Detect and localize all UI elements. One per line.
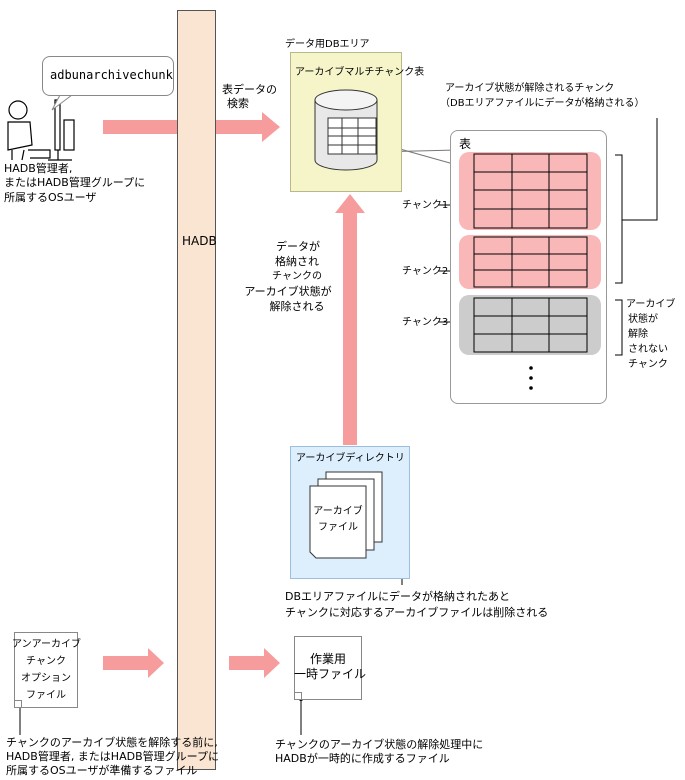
- work-arrow: [229, 648, 280, 678]
- store-label-1: データが: [276, 240, 320, 253]
- work-file-1: 作業用: [309, 652, 346, 666]
- work-file-icon: [294, 636, 362, 700]
- chunk-3-group: [459, 295, 601, 355]
- hadb-bar: [177, 10, 216, 770]
- user-label-3: 所属するOSユーザ: [4, 191, 97, 204]
- command-callout: [42, 56, 174, 96]
- option-file-icon: [14, 632, 78, 708]
- work-note-1: チャンクのアーカイブ状態の解除処理中に: [275, 738, 484, 751]
- released-chunk-label-2: （DBエリアファイルにデータが格納される）: [440, 98, 645, 109]
- option-arrow: [103, 648, 164, 678]
- user-label-2: またはHADB管理グループに: [4, 176, 146, 189]
- archive-file-label-1: アーカイブ: [313, 506, 363, 517]
- archive-file-label-2: ファイル: [318, 522, 358, 533]
- chunk-2-label: チャンク2: [402, 266, 449, 277]
- option-file-fold: [14, 700, 22, 708]
- delete-note-2: チャンクに対応するアーカイブファイルは削除される: [285, 606, 549, 619]
- callout-pointer: [51, 94, 73, 111]
- chunk-1-group: [459, 152, 601, 230]
- option-note-2: HADB管理者, またはHADB管理グループに: [6, 750, 219, 763]
- option-file-2: チャンク: [26, 656, 66, 667]
- released-leader: [622, 118, 658, 221]
- store-label-4: アーカイブ状態が: [244, 285, 332, 298]
- db-area-title: データ用DBエリア: [285, 39, 370, 50]
- chunk-3-label: チャンク3: [402, 317, 449, 328]
- store-label-3: チャンクの: [272, 271, 322, 282]
- store-label-2: 格納され: [275, 255, 319, 268]
- command-text: adbunarchivechunk: [50, 68, 173, 82]
- user-icon: [7, 99, 75, 161]
- not-released-label-4: されない: [628, 344, 668, 355]
- option-file-4: ファイル: [26, 690, 66, 701]
- store-arrow: [335, 194, 365, 445]
- work-file-2: 一時ファイル: [294, 667, 367, 681]
- released-bracket: [615, 154, 623, 284]
- hadb-label: HADB: [182, 234, 217, 248]
- archive-dir-title: アーカイブディレクトリ: [296, 453, 405, 464]
- chunk-2-group: [459, 235, 601, 289]
- not-released-label-5: チャンク: [628, 359, 668, 370]
- store-label-5: 解除される: [269, 300, 325, 313]
- option-file-3: オプション: [21, 673, 71, 684]
- chunk-1-label: チャンク1: [402, 200, 449, 211]
- option-note-1: チャンクのアーカイブ状態を解除する前に,: [6, 736, 218, 749]
- not-released-label-1: アーカイブ: [626, 299, 676, 310]
- work-file-fold: [294, 692, 302, 700]
- retrieve-label-1: 表データの: [222, 83, 277, 96]
- not-released-label-2: 状態が: [628, 314, 658, 325]
- retrieve-label-2: 検索: [227, 97, 249, 110]
- work-note-2: HADBが一時的に作成するファイル: [275, 752, 450, 765]
- released-chunk-label-1: アーカイブ状態が解除されるチャンク: [445, 83, 615, 94]
- not-released-label-3: 解除: [628, 329, 648, 340]
- user-label-1: HADB管理者,: [4, 162, 73, 175]
- table-label: 表: [459, 137, 472, 151]
- option-note-3: 所属するOSユーザが準備するファイル: [6, 764, 198, 777]
- delete-note-1: DBエリアファイルにデータが格納されたあと: [285, 590, 511, 603]
- not-released-bracket: [615, 299, 623, 356]
- option-file-1: アンアーカイブ: [12, 639, 81, 650]
- db-table-title: アーカイブマルチチャンク表: [295, 67, 425, 78]
